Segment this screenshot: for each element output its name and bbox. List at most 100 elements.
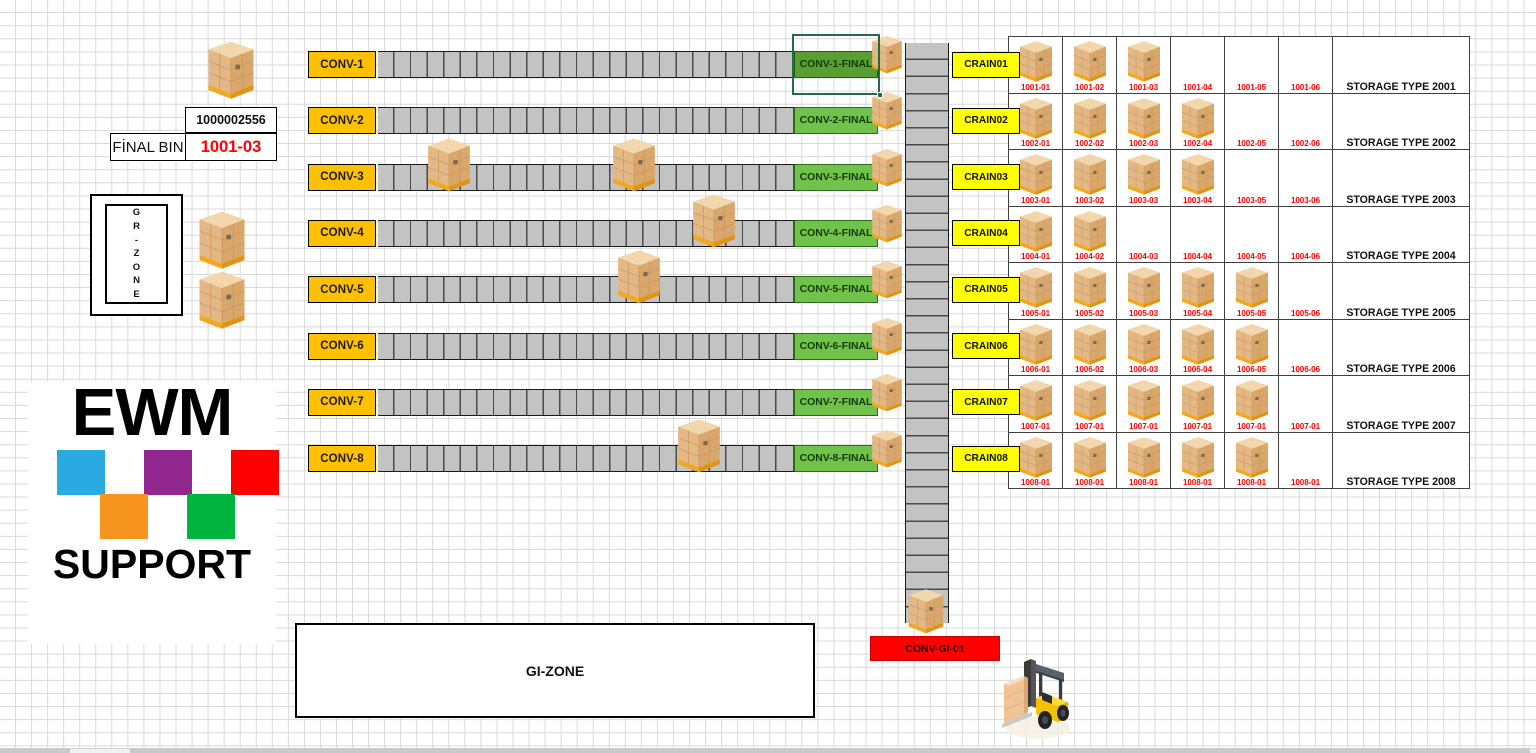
storage-bin-cell[interactable]: ⬛ 1007-01 xyxy=(1062,375,1117,433)
conv-gi-01-label[interactable]: CONV-GI-01 xyxy=(870,636,1000,661)
storage-bin-cell[interactable]: 1004-04 xyxy=(1170,205,1225,263)
conveyor-belt-stub-8 xyxy=(778,445,794,473)
logo-ewm-text: EWM xyxy=(71,375,234,450)
bin-pallet-icon: ⬛ xyxy=(1017,379,1054,428)
storage-bin-cell[interactable]: ⬛ 1003-03 xyxy=(1116,149,1171,207)
conveyor-final-7[interactable]: CONV-7-FINAL xyxy=(794,388,878,416)
storage-bin-cell[interactable]: ⬛ 1007-01 xyxy=(1170,375,1225,433)
crane-label-6[interactable]: CRAIN06 xyxy=(952,333,1020,359)
storage-bin-cell[interactable]: 1003-05 xyxy=(1224,149,1279,207)
storage-bin-cell[interactable]: ⬛ 1002-04 xyxy=(1170,92,1225,150)
conveyor-label-4[interactable]: CONV-4 xyxy=(308,219,376,247)
horizontal-scrollbar-thumb[interactable] xyxy=(130,748,1530,753)
crane-label-2[interactable]: CRAIN02 xyxy=(952,107,1020,134)
svg-text:⬛: ⬛ xyxy=(890,445,894,449)
conveyor-final-8[interactable]: CONV-8-FINAL xyxy=(794,445,878,473)
conveyor-label-2[interactable]: CONV-2 xyxy=(308,107,376,135)
storage-bin-cell[interactable]: 1004-06 xyxy=(1278,205,1333,263)
conveyor-final-5[interactable]: CONV-5-FINAL xyxy=(794,276,878,304)
storage-bin-code: 1007-01 xyxy=(1236,421,1266,431)
storage-bin-cell[interactable]: ⬛ 1007-01 xyxy=(1116,375,1171,433)
crane-label-7[interactable]: CRAIN07 xyxy=(952,389,1020,416)
conveyor-label-1[interactable]: CONV-1 xyxy=(308,51,376,78)
storage-bin-cell[interactable]: ⬛ 1005-03 xyxy=(1116,262,1171,320)
pallet-icon: ⬛ xyxy=(1127,41,1160,82)
conveyor-label-5[interactable]: CONV-5 xyxy=(308,276,376,304)
storage-bin-cell[interactable]: 1002-05 xyxy=(1224,92,1279,150)
storage-bin-cell[interactable]: ⬛ 1001-02 xyxy=(1062,36,1117,94)
pallet-gr-upper: ⬛ xyxy=(196,210,248,271)
storage-bin-cell[interactable]: ⬛ 1007-01 xyxy=(1224,375,1279,433)
storage-type-name: STORAGE TYPE 2005 xyxy=(1332,262,1470,320)
storage-bin-cell[interactable]: ⬛ 1002-03 xyxy=(1116,92,1171,150)
storage-bin-cell[interactable]: ⬛ 1001-01 xyxy=(1008,36,1063,94)
storage-row: ⬛ 1005-01 xyxy=(1008,262,1470,320)
storage-bin-cell[interactable]: ⬛ 1008-01 xyxy=(1008,431,1063,489)
pallet-at-final-8: ⬛ xyxy=(870,429,904,469)
crane-label-1[interactable]: CRAIN01 xyxy=(952,51,1020,78)
gi-zone-box: GI-ZONE xyxy=(295,623,815,718)
storage-bin-cell[interactable]: ⬛ 1006-04 xyxy=(1170,318,1225,376)
pallet-on-conveyor-3-2: ⬛ xyxy=(610,137,658,194)
storage-bin-cell[interactable]: ⬛ 1005-04 xyxy=(1170,262,1225,320)
storage-bin-cell[interactable]: 1008-01 xyxy=(1278,431,1333,489)
conveyor-label-text: CONV-8 xyxy=(320,452,364,465)
conveyor-final-2[interactable]: CONV-2-FINAL xyxy=(794,107,878,135)
conveyor-label-text: CONV-3 xyxy=(320,171,364,184)
storage-bin-cell[interactable]: ⬛ 1003-02 xyxy=(1062,149,1117,207)
storage-bin-code: 1005-04 xyxy=(1182,308,1212,318)
conveyor-label-7[interactable]: CONV-7 xyxy=(308,388,376,416)
storage-bin-cell[interactable]: ⬛ 1006-05 xyxy=(1224,318,1279,376)
horizontal-scrollbar-thumb[interactable] xyxy=(0,748,70,753)
storage-bin-cell[interactable]: 1001-04 xyxy=(1170,36,1225,94)
storage-bin-cell[interactable]: 1001-06 xyxy=(1278,36,1333,94)
conveyor-final-3[interactable]: CONV-3-FINAL xyxy=(794,163,878,191)
cell-selection-fill-handle[interactable] xyxy=(877,92,883,98)
storage-bin-cell[interactable]: ⬛ 1005-02 xyxy=(1062,262,1117,320)
pallet-at-final-3: ⬛ xyxy=(870,148,904,188)
conveyor-final-text: CONV-2-FINAL xyxy=(799,115,873,127)
conveyor-final-4[interactable]: CONV-4-FINAL xyxy=(794,219,878,247)
storage-bin-cell[interactable]: ⬛ 1008-01 xyxy=(1116,431,1171,489)
conveyor-label-3[interactable]: CONV-3 xyxy=(308,163,376,191)
storage-bin-cell[interactable]: ⬛ 1006-02 xyxy=(1062,318,1117,376)
storage-bin-cell[interactable]: 1004-03 xyxy=(1116,205,1171,263)
storage-bin-cell[interactable]: 1006-06 xyxy=(1278,318,1333,376)
storage-bin-cell[interactable]: 1001-05 xyxy=(1224,36,1279,94)
gr-zone-letter: R xyxy=(133,221,140,233)
storage-bin-cell[interactable]: 1007-01 xyxy=(1278,375,1333,433)
pallet-icon: ⬛ xyxy=(1073,267,1106,308)
logo-squares xyxy=(47,449,279,540)
svg-text:⬛: ⬛ xyxy=(1147,114,1151,118)
storage-bin-cell[interactable]: ⬛ 1003-04 xyxy=(1170,149,1225,207)
storage-bin-cell[interactable]: ⬛ 1005-05 xyxy=(1224,262,1279,320)
storage-bin-cell[interactable]: ⬛ 1002-02 xyxy=(1062,92,1117,150)
storage-bin-cell[interactable]: 1004-05 xyxy=(1224,205,1279,263)
storage-bin-cell[interactable]: 1005-06 xyxy=(1278,262,1333,320)
conveyor-final-6[interactable]: CONV-6-FINAL xyxy=(794,332,878,360)
crane-label-8[interactable]: CRAIN08 xyxy=(952,445,1020,472)
crane-label-3[interactable]: CRAIN03 xyxy=(952,164,1020,191)
pallet-icon: ⬛ xyxy=(1073,436,1106,478)
conveyor-label-6[interactable]: CONV-6 xyxy=(308,332,376,360)
svg-text:⬛: ⬛ xyxy=(1147,396,1151,400)
crane-label-5[interactable]: CRAIN05 xyxy=(952,276,1020,303)
storage-bin-cell[interactable]: ⬛ 1004-02 xyxy=(1062,205,1117,263)
storage-bin-cell[interactable]: 1002-06 xyxy=(1278,92,1333,150)
storage-bin-cell[interactable]: ⬛ 1001-03 xyxy=(1116,36,1171,94)
pallet-icon: ⬛ xyxy=(1019,41,1052,82)
conveyor-label-8[interactable]: CONV-8 xyxy=(308,445,376,473)
storage-bin-cell[interactable]: ⬛ 1006-03 xyxy=(1116,318,1171,376)
storage-bin-cell[interactable]: ⬛ 1008-01 xyxy=(1170,431,1225,489)
storage-bin-cell[interactable]: ⬛ 1008-01 xyxy=(1062,431,1117,489)
crane-label-4[interactable]: CRAIN04 xyxy=(952,220,1020,247)
storage-bin-cell[interactable]: ⬛ 1008-01 xyxy=(1224,431,1279,489)
bin-pallet-icon: ⬛ xyxy=(1125,153,1162,202)
bin-pallet-icon: ⬛ xyxy=(1017,97,1054,146)
storage-bin-cell[interactable]: 1003-06 xyxy=(1278,149,1333,207)
conveyor-final-1[interactable]: CONV-1-FINAL xyxy=(794,51,878,78)
pallet-on-conveyor-8-1: ⬛ xyxy=(675,418,723,475)
conveyor-belt-5 xyxy=(378,276,792,304)
conveyor-final-text: CONV-5-FINAL xyxy=(799,284,873,296)
